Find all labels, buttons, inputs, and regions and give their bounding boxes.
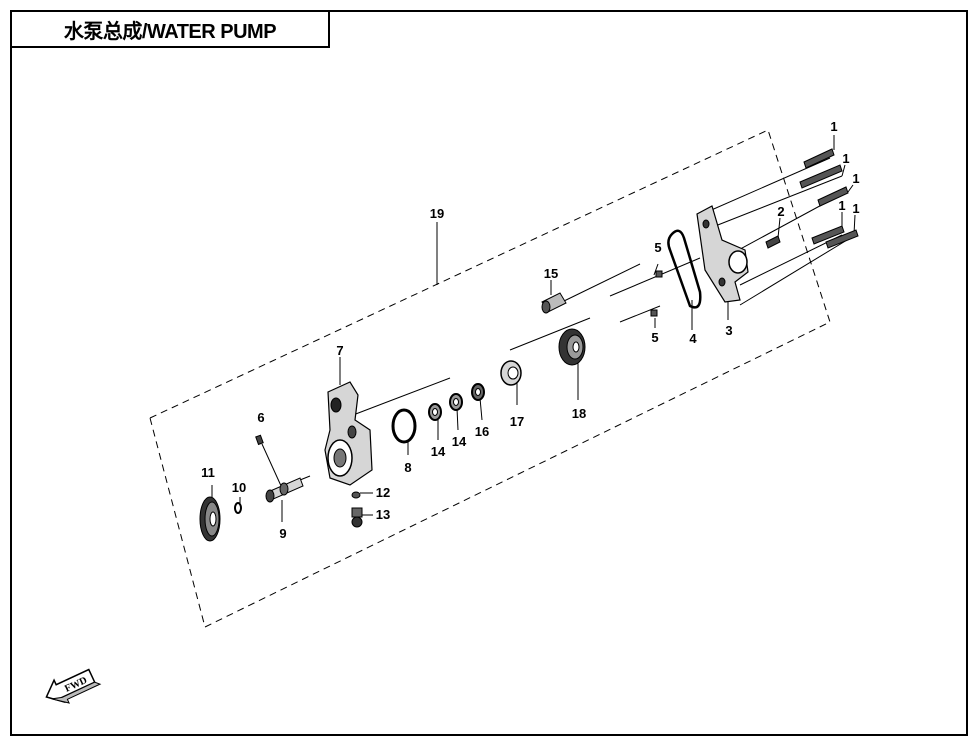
part-13-bolt [351,507,363,528]
part-18-bearing [558,328,586,366]
part-12-washer [351,491,361,499]
callout-5b: 5 [651,330,658,345]
part-11-sprocket [199,496,221,542]
callout-10: 10 [232,480,246,495]
callout-19: 19 [430,206,444,221]
callout-16: 16 [475,424,489,439]
part-5-dowel-a [655,270,663,278]
callout-14a: 14 [431,444,446,459]
callout-9: 9 [279,526,286,541]
callout-17: 17 [510,414,524,429]
fwd-arrow-icon: FWD [45,668,102,704]
part-4-gasket [667,229,702,309]
callout-2: 2 [777,204,784,219]
callout-1e: 1 [852,201,859,216]
callout-1a: 1 [830,119,837,134]
title-box: 水泵总成/WATER PUMP [10,10,330,48]
callout-7: 7 [336,343,343,358]
part-8-o-ring [391,408,417,444]
part-9-shaft [265,477,304,503]
callout-1b: 1 [842,151,849,166]
drawing-frame [10,10,968,736]
callout-4: 4 [689,331,697,346]
callout-15: 15 [544,266,558,281]
assembly-dashed-boundary [149,129,831,628]
callout-8: 8 [404,460,411,475]
callout-1d: 1 [838,198,845,213]
callout-13: 13 [376,507,390,522]
callout-14b: 14 [452,434,467,449]
part-15-bushing [541,292,567,314]
part-14-seal-b [449,393,463,411]
leader-lines [211,135,856,522]
part-2-bolt [765,235,781,249]
part-1-bolts [799,148,859,249]
part-14-seal-a [428,403,442,421]
callout-6: 6 [257,410,264,425]
callout-12: 12 [376,485,390,500]
part-3-pump-cover [696,205,749,303]
part-5-dowel-b [650,309,658,317]
callout-labels: 1 1 1 1 1 2 3 4 5 5 6 7 8 9 10 11 12 13 … [201,119,859,541]
callout-11: 11 [201,465,215,480]
callout-5a: 5 [654,240,661,255]
part-7-pump-housing [324,381,373,486]
callout-1c: 1 [852,171,859,186]
callout-18: 18 [572,406,586,421]
part-17-seal [500,360,522,386]
callout-3: 3 [725,323,732,338]
part-16-seal [471,383,485,401]
part-10-washer [234,502,242,514]
page-title: 水泵总成/WATER PUMP [63,20,277,43]
part-6-pin [255,434,264,446]
